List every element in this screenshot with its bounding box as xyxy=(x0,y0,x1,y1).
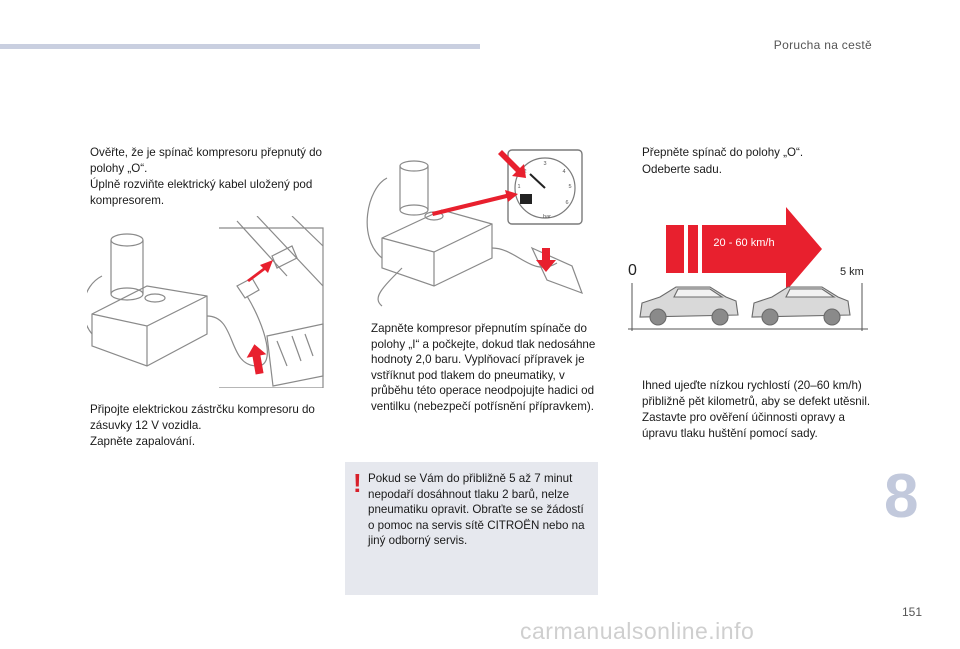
list-item: Zapněte kompresor přepnutím spínače do p… xyxy=(371,322,596,413)
list-item: Připojte elektrickou zástrčku kompresoru… xyxy=(90,403,315,432)
watermark: carmanualsonline.info xyxy=(520,618,755,644)
gauge-tick-label: 6 xyxy=(565,200,568,206)
page-number: 151 xyxy=(902,605,923,619)
distance-start-label: 0 xyxy=(628,262,637,279)
exclamation-icon: ! xyxy=(353,468,362,498)
drive-distance-illustration: 20 - 60 km/h 0 5 km xyxy=(628,207,868,331)
steps-list-4: Přepněte spínač do polohy „O“. Odeberte … xyxy=(614,145,876,178)
warning-box: ! Pokud se Vám do přibližně 5 až 7 minut… xyxy=(345,462,598,595)
steps-list-3: Zapněte kompresor přepnutím spínače do p… xyxy=(343,321,598,416)
warning-text: Pokud se Vám do přibližně 5 až 7 minut n… xyxy=(368,472,585,548)
speed-label: 20 - 60 km/h xyxy=(713,237,774,249)
list-item: Úplně rozviňte elektrický kabel uložený … xyxy=(90,178,313,207)
car-icon xyxy=(639,286,739,326)
compressor-plug-illustration xyxy=(87,216,324,388)
list-item: Ověřte, že je spínač kompresoru přepnutý… xyxy=(90,146,322,175)
speed-arrow xyxy=(666,207,822,291)
steps-list-5: Ihned ujeďte nízkou rychlostí (20–60 km/… xyxy=(614,378,876,442)
top-accent-bar xyxy=(0,44,480,49)
car-icon xyxy=(751,286,851,326)
list-item: Zapněte zapalování. xyxy=(90,435,196,449)
list-item: Přepněte spínač do polohy „O“. xyxy=(642,146,804,159)
list-item: Zastavte pro ověření účinnosti opravy a … xyxy=(642,411,845,440)
gauge-tick-label: 1 xyxy=(517,184,520,190)
distance-end-label: 5 km xyxy=(840,266,864,278)
steps-list-1: Ověřte, že je spínač kompresoru přepnutý… xyxy=(62,145,324,209)
gauge-tick-label: 5 xyxy=(568,184,571,190)
list-item: Ihned ujeďte nízkou rychlostí (20–60 km/… xyxy=(642,379,871,408)
list-item: Odeberte sadu. xyxy=(642,162,722,176)
pressure-gauge: 0 1 2 3 4 5 6 bar xyxy=(507,149,583,225)
gauge-tick-label: 4 xyxy=(562,169,565,175)
compressor-gauge-illustration: 0 1 2 3 4 5 6 bar xyxy=(366,149,584,307)
gauge-tick-label: 3 xyxy=(543,161,546,167)
chapter-number: 8 xyxy=(884,462,919,531)
gauge-unit-label: bar xyxy=(543,214,551,220)
steps-list-2: Připojte elektrickou zástrčku kompresoru… xyxy=(62,402,324,451)
section-title: Porucha na cestě xyxy=(773,38,872,52)
